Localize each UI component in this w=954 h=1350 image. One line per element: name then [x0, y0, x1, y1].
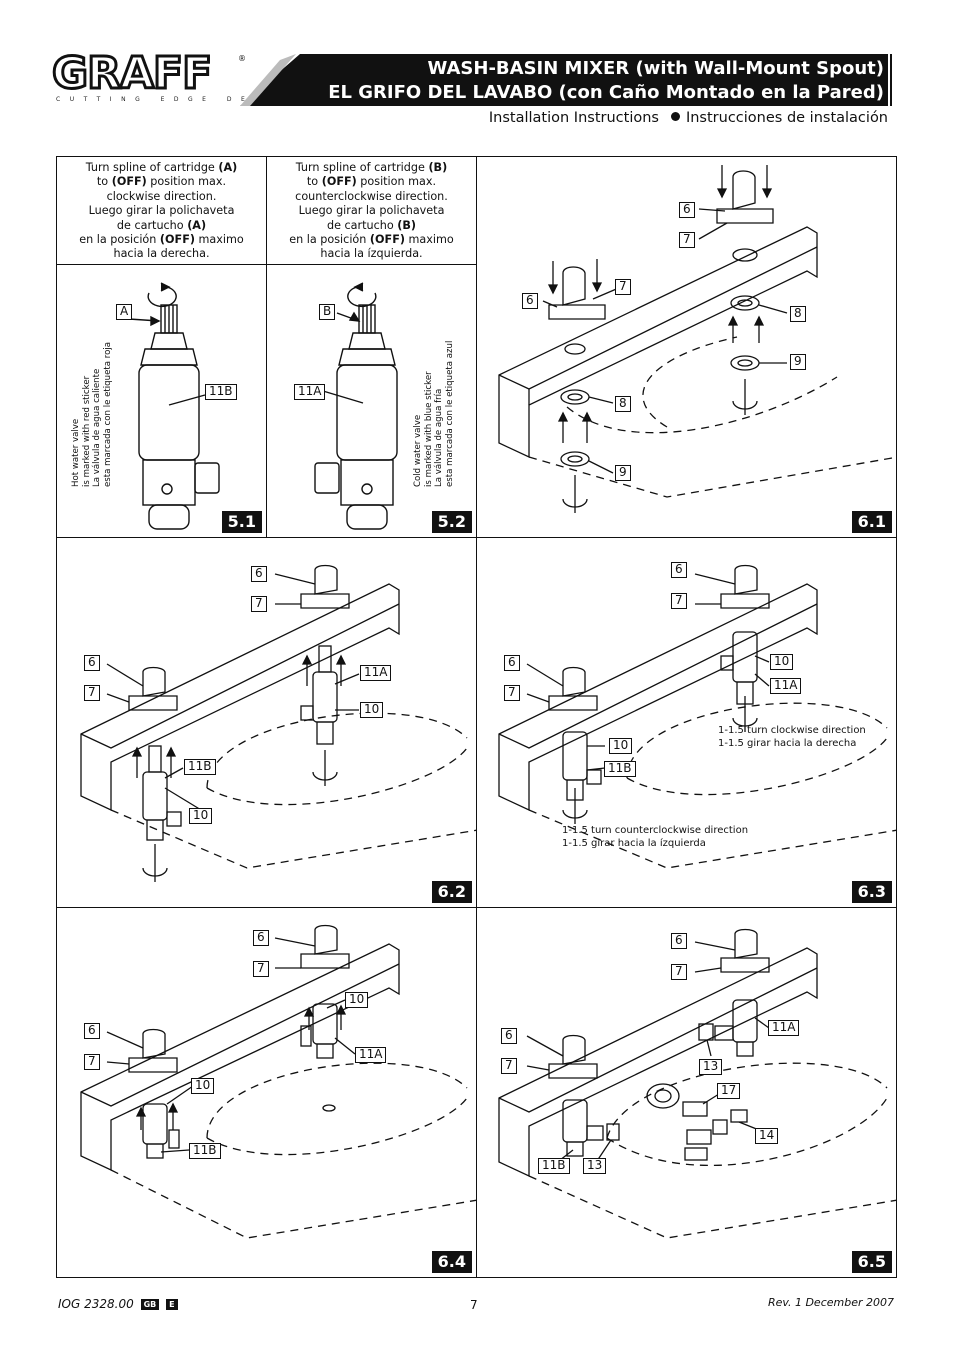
part-label-6: 6	[84, 1023, 100, 1039]
step-badge: 6.3	[851, 881, 892, 903]
step-badge: 6.5	[851, 1251, 892, 1273]
part-label-11b: 11B	[184, 759, 216, 775]
part-label-8: 8	[790, 306, 806, 322]
part-label-6: 6	[671, 562, 687, 578]
part-label-7: 7	[679, 232, 695, 248]
cold-valve-drawing	[314, 282, 398, 530]
hot-valve-sticker-note: Hot water valve is marked with red stick…	[71, 342, 113, 487]
basin-install-drawing	[80, 924, 476, 1239]
part-label-11a: 11A	[360, 665, 392, 681]
doc-code-text: IOG 2328.00	[58, 1297, 134, 1311]
part-label-7: 7	[84, 685, 100, 701]
title-band: WASH-BASIN MIXER (with Wall-Mount Spout)…	[240, 54, 892, 106]
part-label-11b: 11B	[205, 384, 237, 400]
step-badge: 6.1	[851, 511, 892, 533]
part-label-6: 6	[504, 655, 520, 671]
part-label-11a: 11A	[768, 1020, 800, 1036]
step-6-5-panel: 6 7 11A 6 7 13 17 14 11B 13 6.5	[476, 907, 897, 1278]
part-label-14: 14	[755, 1128, 779, 1144]
clockwise-turn-note: 1-1.5 turn clockwise direction 1-1.5 gir…	[718, 725, 866, 749]
part-label-11b: 11B	[189, 1143, 221, 1159]
part-label-17: 17	[717, 1083, 741, 1099]
language-flag-gb: GB	[140, 1299, 160, 1310]
part-label-11a: 11A	[294, 384, 326, 400]
part-label-11b: 11B	[538, 1158, 570, 1174]
part-label-7: 7	[671, 964, 687, 980]
part-label-6: 6	[251, 566, 267, 582]
document-code: IOG 2328.00 GB E	[58, 1297, 178, 1311]
page-number: 7	[470, 1298, 478, 1312]
step-5-1-panel: A 11B Hot water valve is marked with red…	[56, 264, 267, 538]
step-6-1-panel: 6 7 6 7 8 9 8 9 6.1	[476, 156, 897, 538]
spout-connection-drawing	[498, 928, 896, 1239]
step-badge: 5.1	[221, 511, 262, 533]
step-6-4-panel: 6 7 10 6 7 11A 10 11B 6.4	[56, 907, 477, 1278]
part-label-10: 10	[189, 808, 213, 824]
part-label-11b: 11B	[604, 761, 636, 777]
subtitle-spanish: Instrucciones de instalación	[685, 110, 888, 126]
step-badge: 6.2	[431, 881, 472, 903]
part-label-10: 10	[191, 1078, 215, 1094]
registered-mark: ®	[238, 54, 246, 63]
part-label-13: 13	[699, 1059, 723, 1075]
part-label-10: 10	[609, 738, 633, 754]
brand-wordmark: GRAFF	[50, 48, 213, 99]
part-label-6: 6	[522, 293, 538, 309]
step-6-2-panel: 6 7 6 7 11A 10 11B 10 6.2	[56, 537, 477, 908]
part-label-9: 9	[790, 354, 806, 370]
part-label-7: 7	[251, 596, 267, 612]
part-label-7: 7	[84, 1054, 100, 1070]
step-badge: 6.4	[431, 1251, 472, 1273]
basin-valves-turn-drawing	[498, 564, 896, 869]
part-label-7: 7	[501, 1058, 517, 1074]
step-5-2-instructions: Turn spline of cartridge (B) to (OFF) po…	[266, 156, 477, 265]
subtitle-english: Installation Instructions	[488, 110, 659, 126]
part-label-7: 7	[253, 961, 269, 977]
cartridge-label-b: B	[319, 304, 336, 320]
part-label-6: 6	[679, 202, 695, 218]
subtitle: Installation Instructions Instrucciones d…	[460, 110, 888, 126]
part-label-10: 10	[360, 702, 384, 718]
part-label-11a: 11A	[355, 1047, 387, 1063]
step-6-3-panel: 6 7 6 7 10 11A 10 11B 1-1.5 turn clockwi…	[476, 537, 897, 908]
part-label-10: 10	[345, 992, 369, 1008]
part-label-6: 6	[671, 933, 687, 949]
step-5-2-panel: B 11A Cold water valve is marked with bl…	[266, 264, 477, 538]
hot-valve-drawing	[128, 282, 220, 530]
cold-valve-sticker-note: Cold water valve is marked with blue sti…	[413, 340, 455, 487]
part-label-7: 7	[615, 279, 631, 295]
counterclockwise-turn-note: 1-1.5 turn counterclockwise direction 1-…	[562, 825, 749, 849]
title-band-shape	[240, 54, 892, 106]
step-5-1-instructions: Turn spline of cartridge (A) to (OFF) po…	[56, 156, 267, 265]
title-english: WASH-BASIN MIXER (with Wall-Mount Spout)	[427, 58, 884, 79]
bullet-icon	[670, 112, 680, 121]
part-label-8: 8	[615, 396, 631, 412]
part-label-7: 7	[671, 593, 687, 609]
step-badge: 5.2	[431, 511, 472, 533]
cartridge-label-a: A	[116, 304, 133, 320]
language-flag-e: E	[166, 1299, 178, 1310]
part-label-7: 7	[504, 685, 520, 701]
part-label-6: 6	[84, 655, 100, 671]
part-label-6: 6	[253, 930, 269, 946]
basin-valves-drawing	[80, 564, 476, 882]
revision-date: Rev. 1 December 2007	[767, 1296, 894, 1309]
part-label-10: 10	[770, 654, 794, 670]
part-label-13: 13	[583, 1158, 607, 1174]
basin-top-drawing	[498, 165, 896, 513]
title-spanish: EL GRIFO DEL LAVABO (con Caño Montado en…	[328, 82, 884, 103]
brand-tagline: CUTTING EDGE DESIGN	[56, 96, 308, 103]
part-label-11a: 11A	[770, 678, 802, 694]
part-label-6: 6	[501, 1028, 517, 1044]
part-label-9: 9	[615, 465, 631, 481]
graff-logo: GRAFF ® CUTTING EDGE DESIGN	[50, 48, 297, 112]
